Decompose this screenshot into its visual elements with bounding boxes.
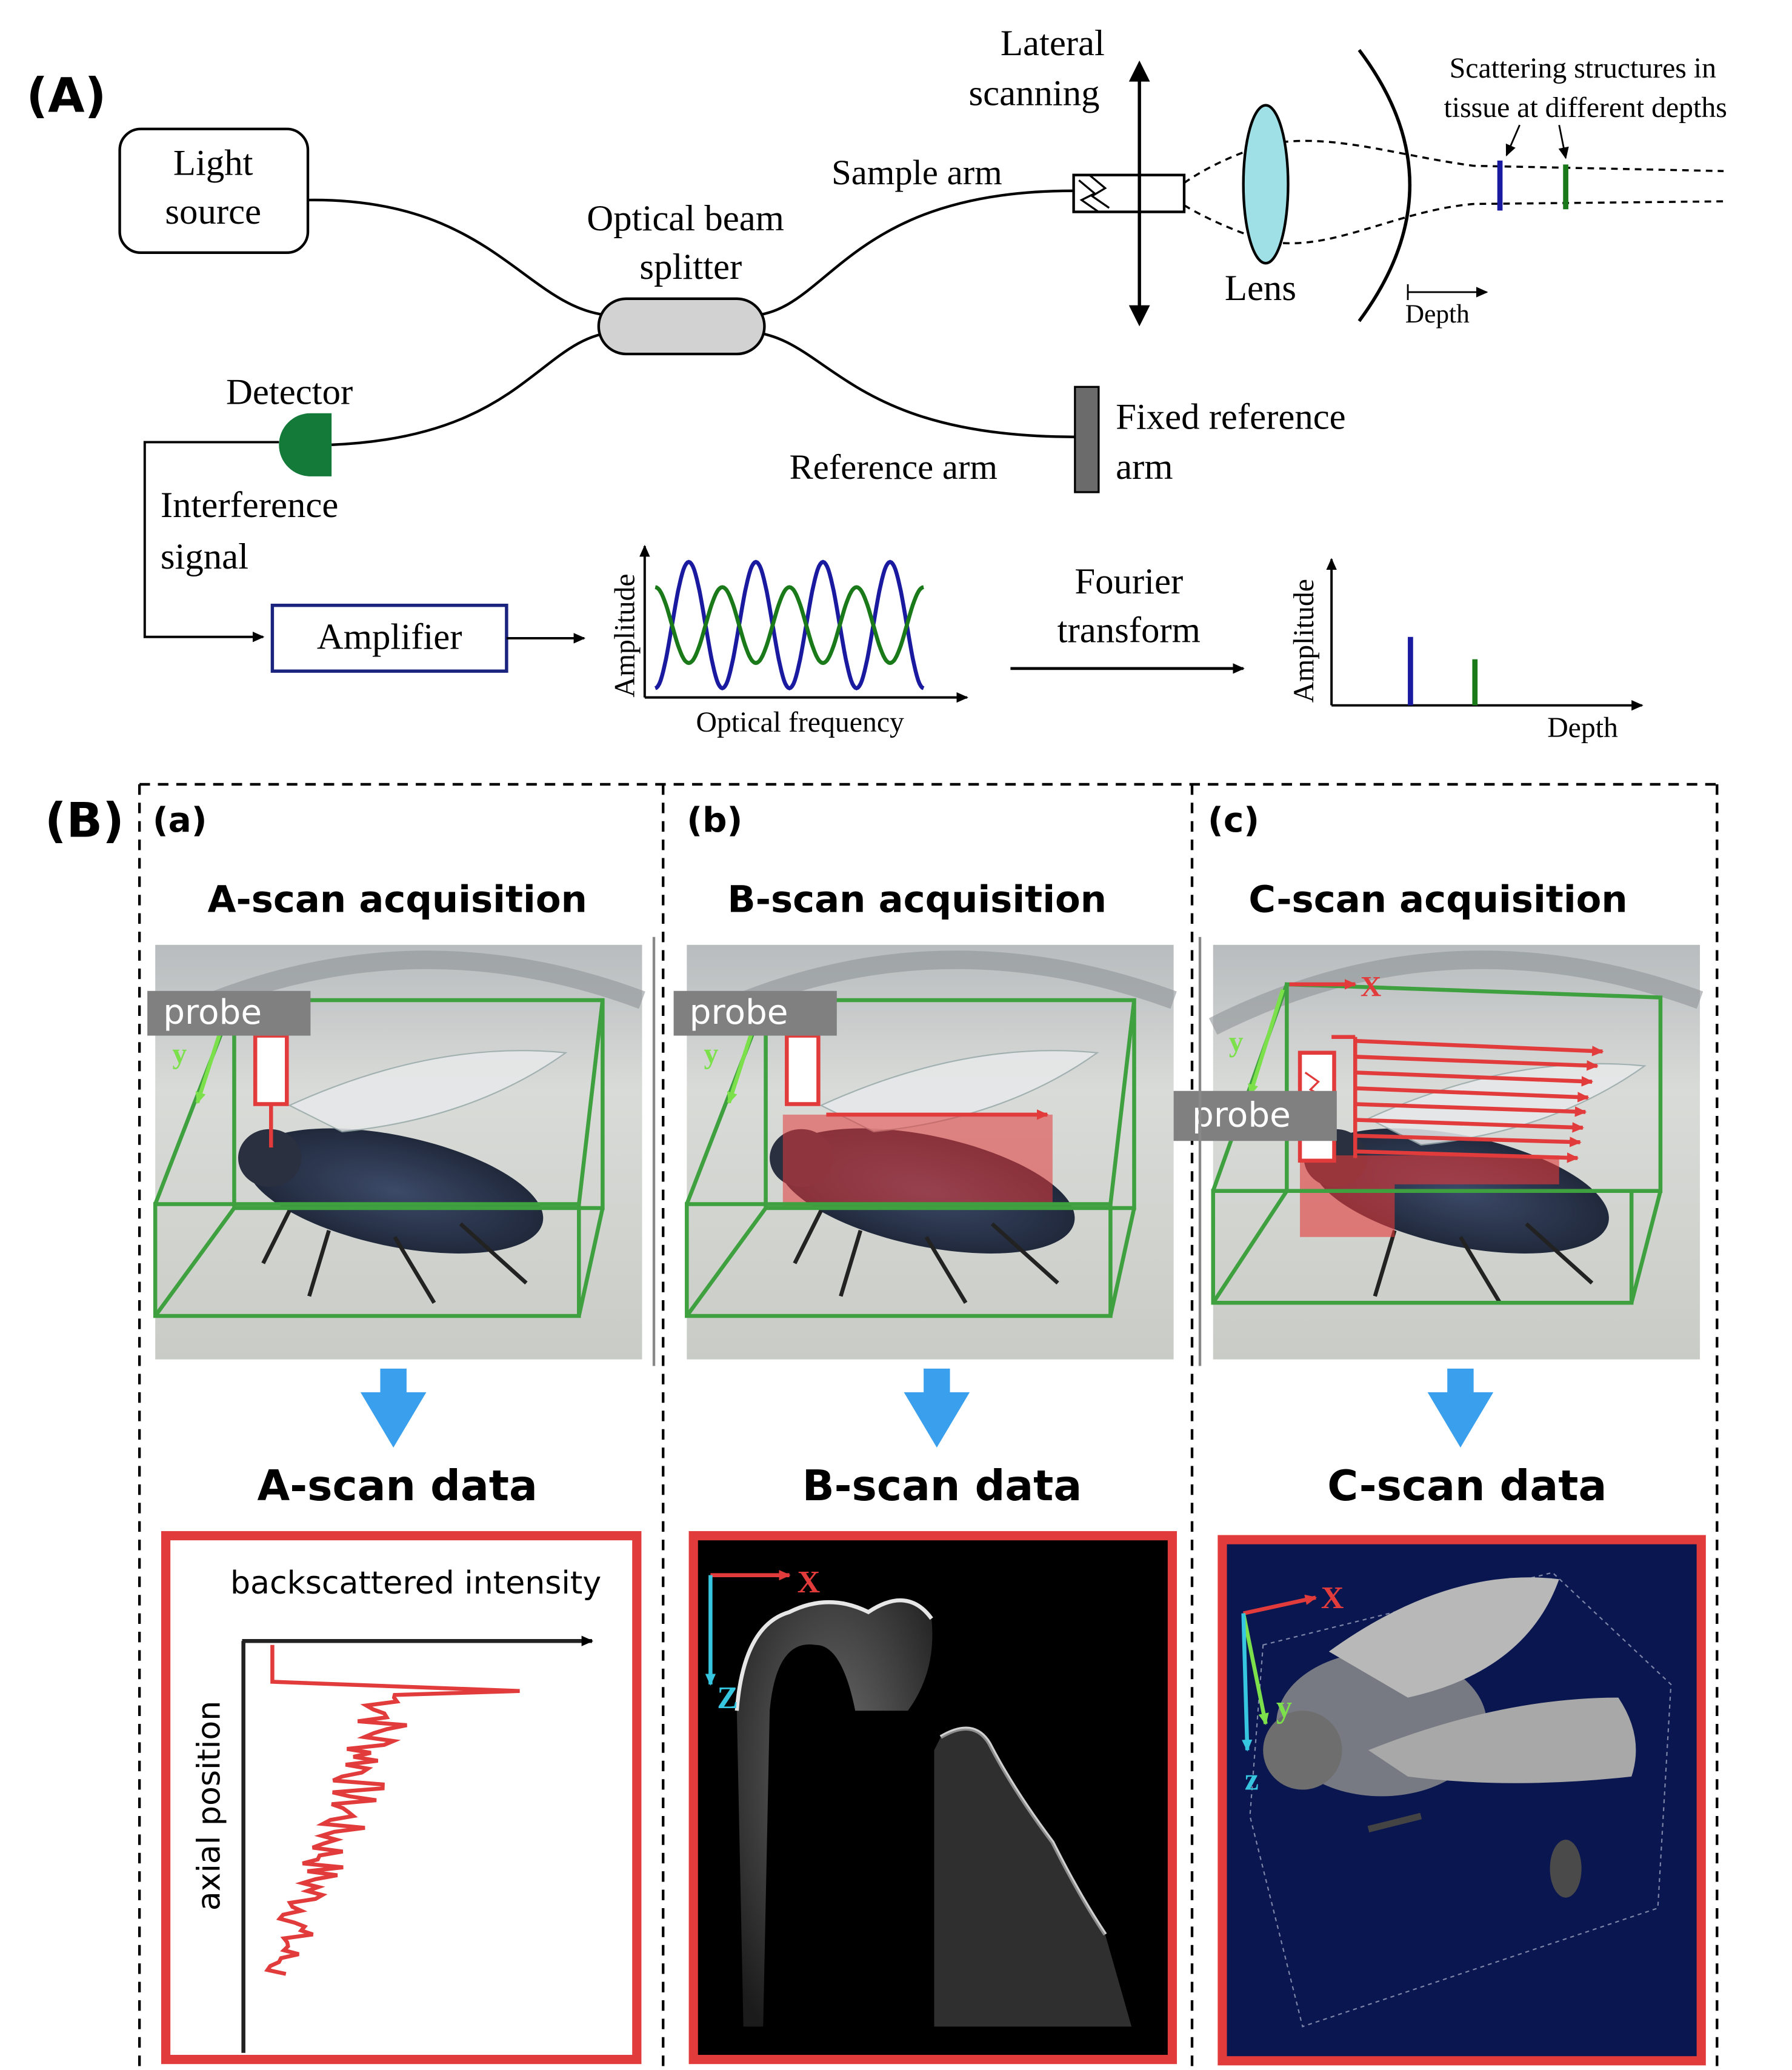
signal-line [143, 441, 279, 643]
fiber-light [308, 198, 619, 318]
pointer-green [1558, 124, 1569, 159]
fourier-label-1: Fourier [1074, 561, 1183, 602]
photo-a: probe y [147, 944, 645, 1360]
part-b-label: (B) [45, 793, 124, 849]
amplifier-label: Amplifier [317, 616, 462, 657]
down-arrow-icon-a [360, 1368, 427, 1448]
panel-b-letter: (b) [687, 801, 742, 840]
panel-b-title: B-scan acquisition [727, 879, 1107, 921]
depth-axis-label: Depth [1547, 712, 1618, 744]
detector [279, 413, 332, 476]
depth-amplitude-label: Amplitude [1288, 579, 1320, 703]
blue-wave [654, 559, 925, 690]
c-axis-x-arrow [1242, 1594, 1317, 1615]
beam-lower [1184, 200, 1724, 245]
c-axis-z-label: z [1245, 1763, 1259, 1797]
panel-a-letter: (a) [153, 801, 207, 840]
c-axis-x-label: X [1321, 1581, 1344, 1615]
b-scan-data-title: B-scan data [802, 1462, 1082, 1511]
beam-splitter [597, 297, 766, 356]
a-scan-data-title: A-scan data [257, 1462, 537, 1511]
c-axis-z-arrow [1241, 1613, 1253, 1752]
fourier-label-2: transform [1058, 610, 1201, 650]
scattering-label-1: Scattering structures in [1450, 52, 1716, 84]
probe-label-b: probe [690, 993, 788, 1032]
down-arrow-icon-b [904, 1368, 970, 1448]
arrow-up-icon [1128, 60, 1150, 82]
photo-c: X y probe [1173, 944, 1704, 1360]
c-scan-image [1249, 1572, 1672, 2028]
reference-mirror [1074, 386, 1100, 493]
sample-arm-label: Sample arm [831, 153, 1002, 192]
fiber-sample [747, 189, 1073, 318]
probe-tag-b [673, 990, 837, 1036]
panel-a-title: A-scan acquisition [207, 879, 587, 921]
fixed-ref-label-2: arm [1116, 447, 1173, 487]
probe-label-c: probe [1192, 1095, 1291, 1135]
axis-y-a: y [172, 1038, 187, 1070]
green-wave [655, 585, 924, 666]
a-scan-plot-ylabel: axial position [192, 1701, 228, 1911]
reference-arm-label: Reference arm [790, 447, 998, 487]
light-source-box [118, 127, 310, 255]
axis-y-b: y [704, 1038, 719, 1070]
arrow-down-icon [1128, 305, 1150, 327]
scattering-label-2: tissue at different depths [1444, 92, 1727, 124]
lateral-label-2: scanning [968, 73, 1099, 114]
signal-amplitude-label: Amplitude [608, 573, 641, 697]
depth-small-label: Depth [1405, 299, 1470, 329]
part-a-label: (A) [26, 68, 106, 124]
lens [1242, 104, 1290, 265]
c-axis-y-label: y [1276, 1690, 1292, 1724]
a-scan-trace [264, 1644, 520, 1976]
tissue-surface [1357, 48, 1411, 322]
probe-zigzag-icon [1078, 179, 1099, 213]
pointer-blue [1505, 124, 1521, 157]
c-scan-lines [1331, 1035, 1604, 1163]
interference-label-1: Interference [161, 485, 338, 526]
c-axis-y-arrow [1241, 1613, 1269, 1726]
axis-y-c: y [1229, 1026, 1244, 1058]
splitter-label-2: splitter [639, 247, 742, 287]
interference-label-2: signal [161, 536, 248, 577]
fiber-detector [331, 330, 619, 446]
photo-b: probe y [673, 944, 1177, 1360]
probe-label-a: probe [163, 993, 262, 1032]
down-arrow-icon-c [1427, 1368, 1494, 1448]
detector-label: Detector [226, 372, 353, 412]
probe-zigzag-icon [1088, 174, 1110, 209]
beam-upper [1183, 139, 1724, 184]
panel-c-title: C-scan acquisition [1248, 879, 1627, 921]
light-source-label-2: source [165, 192, 261, 232]
b-axis-x-label: X [798, 1565, 821, 1600]
a-scan-frame [161, 1531, 642, 2065]
fixed-ref-label-1: Fixed reference [1116, 397, 1346, 438]
lens-label: Lens [1225, 268, 1296, 309]
lateral-label-1: Lateral [1001, 23, 1105, 64]
b-scan-image [734, 1598, 1132, 2027]
c-scan-data-title: C-scan data [1327, 1462, 1607, 1511]
a-scan-plot-title: backscattered intensity [230, 1565, 601, 1601]
sample-probe [1072, 173, 1186, 213]
panel-c-letter: (c) [1208, 801, 1259, 840]
optical-frequency-label: Optical frequency [696, 706, 904, 738]
light-source-label-1: Light [173, 143, 253, 184]
splitter-label-1: Optical beam [587, 198, 784, 239]
probe-tag-a [147, 990, 311, 1036]
fiber-reference [747, 330, 1075, 438]
b-axis-z-label: Z [717, 1681, 738, 1715]
axis-x-c: X [1361, 970, 1381, 1003]
